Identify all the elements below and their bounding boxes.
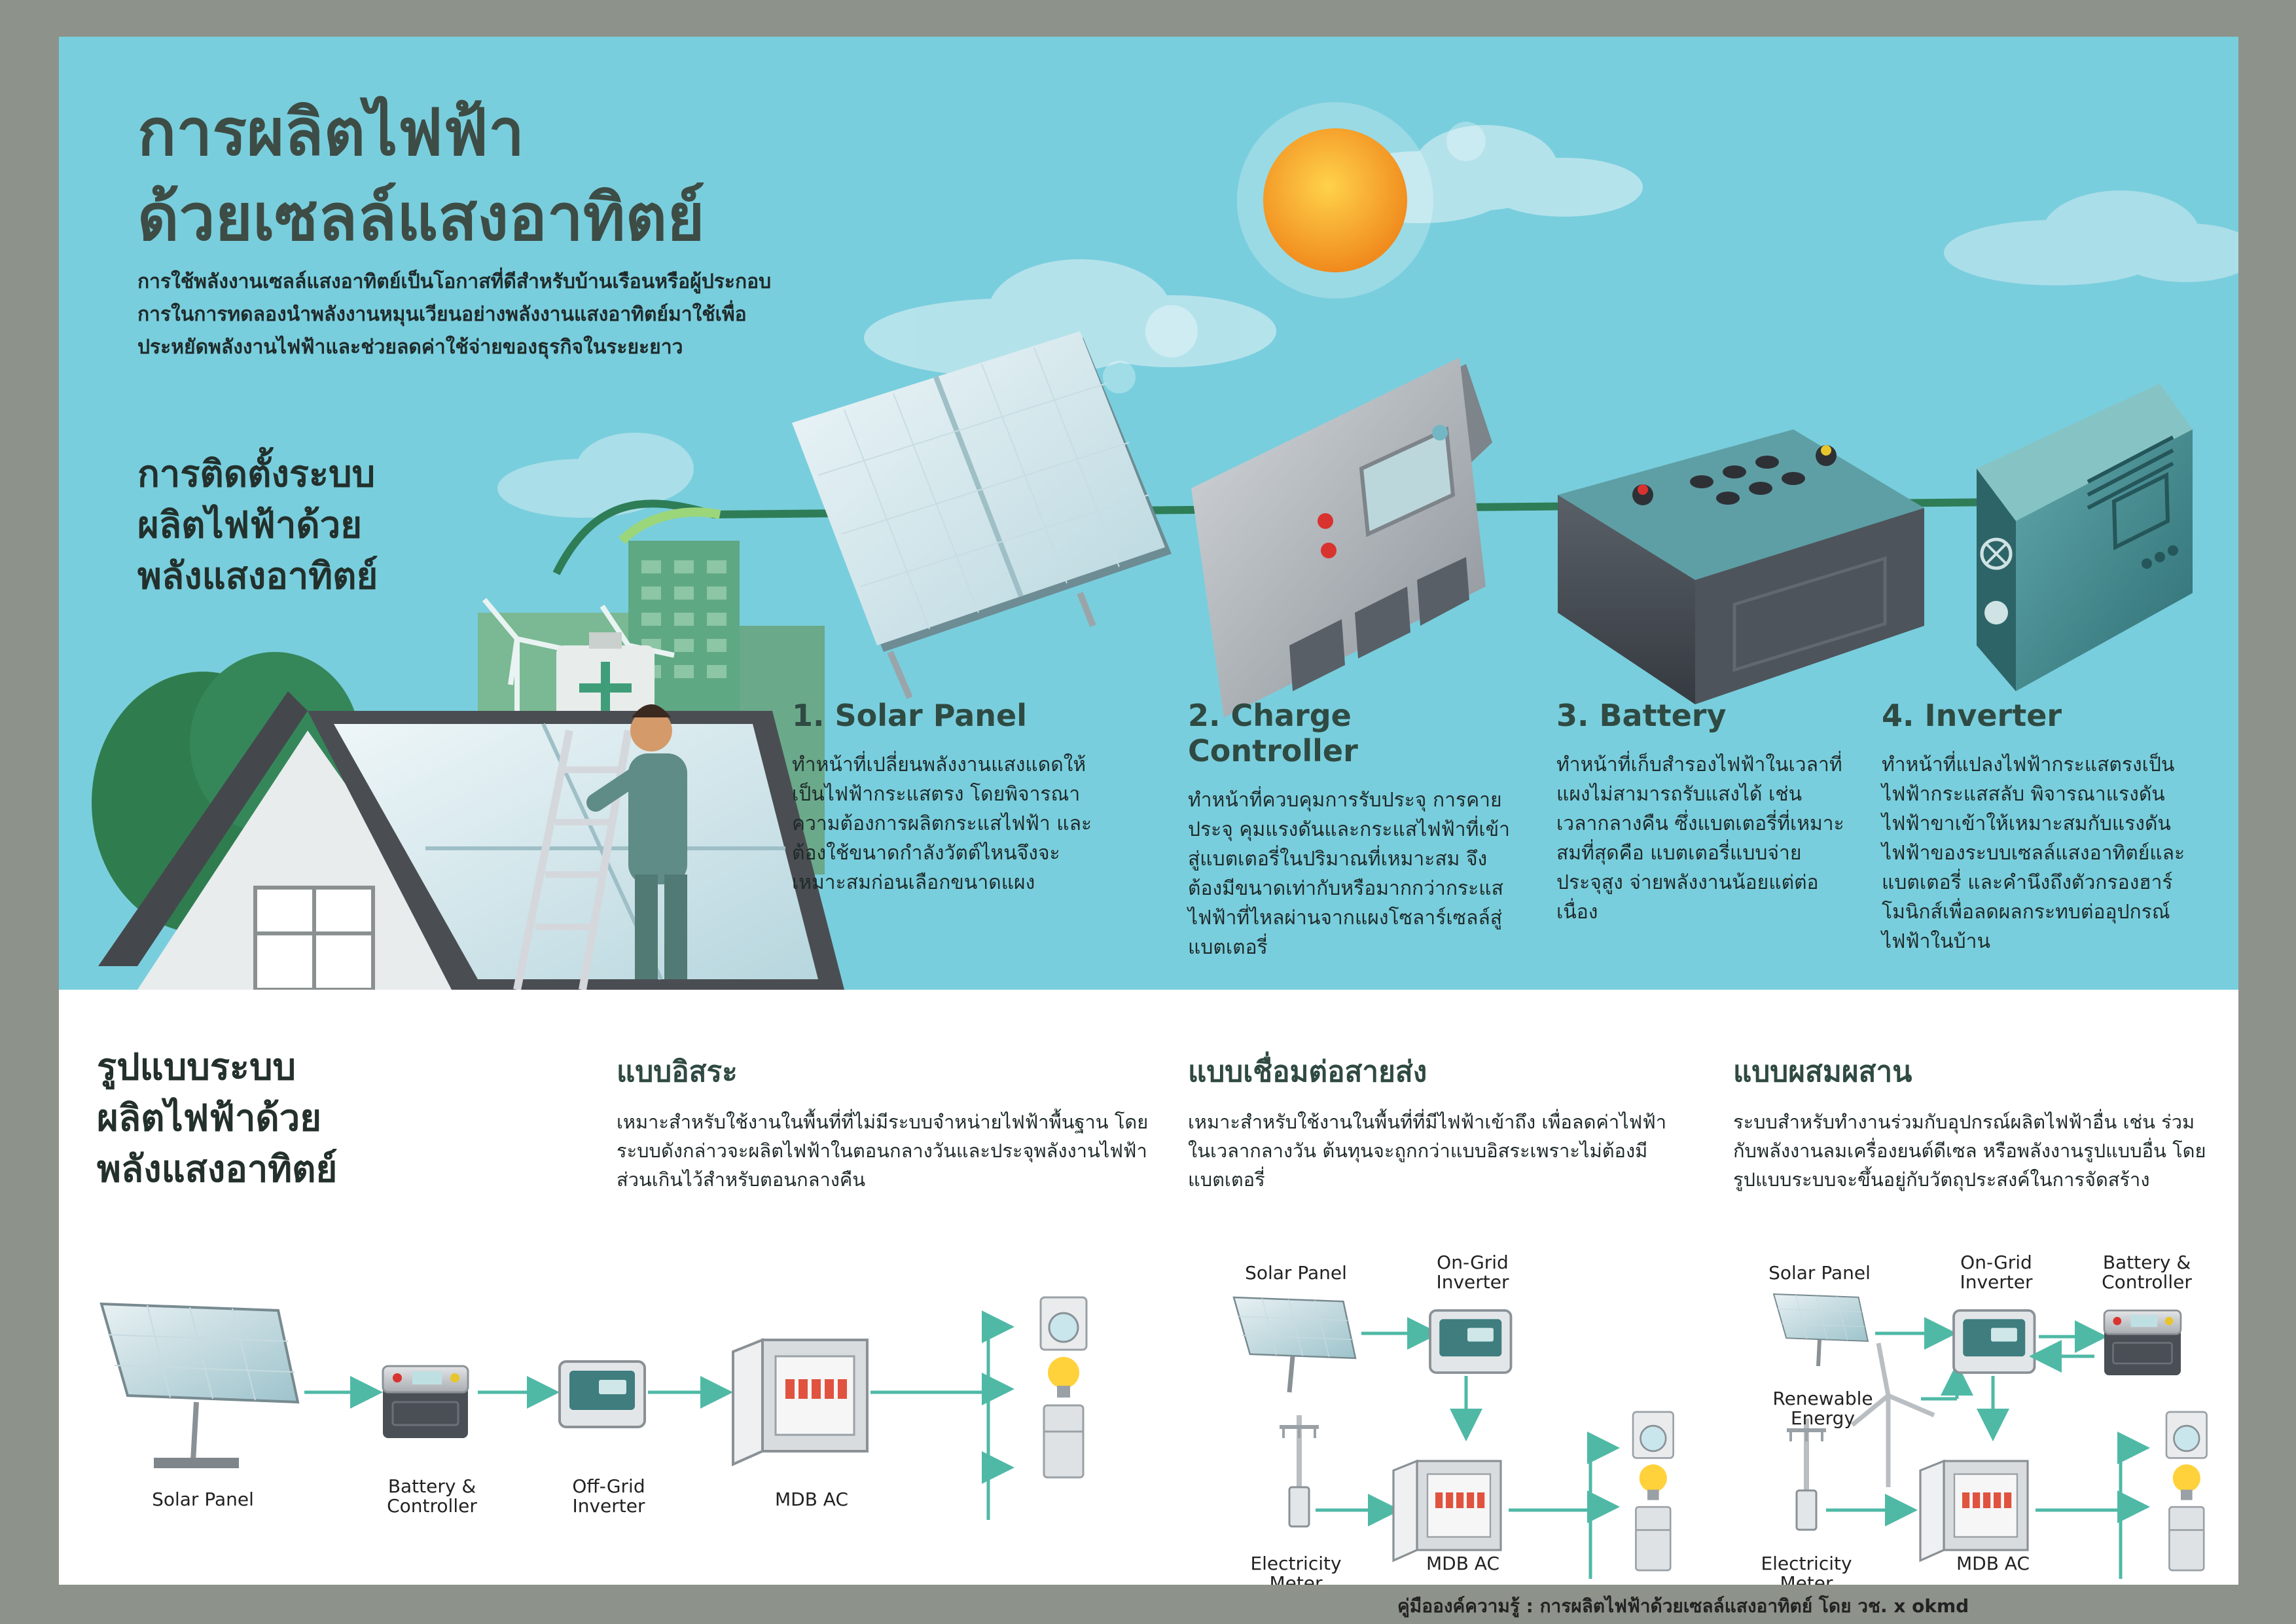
worker-on-ladder xyxy=(513,704,687,990)
component-description: ทำหน้าที่แปลงไฟฟ้ากระแสตรงเป็นไฟฟ้ากระแส… xyxy=(1882,753,2185,953)
installation-heading: การติดตั้งระบบ ผลิตไฟฟ้าด้วย พลังแสงอาทิ… xyxy=(137,453,378,598)
home-appliances-icon xyxy=(1039,1296,1088,1479)
off-grid-inverter-icon xyxy=(558,1360,646,1428)
title-line-1: การผลิตไฟฟ้า xyxy=(137,96,525,170)
label-renewable-energy: Renewable Energy xyxy=(1772,1388,1873,1429)
label-mdb-ac: MDB AC xyxy=(1956,1553,2030,1574)
installation-section: การผลิตไฟฟ้า ด้วยเซลล์แสงอาทิตย์ การใช้พ… xyxy=(59,37,2238,990)
label-electricity-meter: Electricity Meter xyxy=(1761,1553,1852,1585)
cloud xyxy=(864,259,1276,377)
component-title: 1. Solar Panel xyxy=(792,698,1027,733)
cloud xyxy=(497,433,694,518)
sun-icon xyxy=(1103,102,1486,393)
solar-panel-icon xyxy=(1232,1296,1357,1393)
cloud xyxy=(1944,190,2238,285)
system-types-section: รูปแบบระบบ ผลิตไฟฟ้าด้วย พลังแสงอาทิตย์ … xyxy=(59,990,2238,1585)
solar-panel-illustration xyxy=(792,331,1172,699)
type-title: แบบผสมผสาน xyxy=(1733,1055,1912,1089)
label-on-grid-inverter: On-Grid Inverter xyxy=(1960,1252,2033,1293)
on-grid-inverter-icon xyxy=(1429,1309,1513,1374)
battery-controller-icon xyxy=(382,1365,469,1439)
home-appliances-icon xyxy=(2165,1411,2208,1572)
charge-controller-illustration xyxy=(1191,357,1492,717)
type-title: แบบเชื่อมต่อสายส่ง xyxy=(1188,1055,1427,1089)
component-solar-panel: 1. Solar Panel ทำหน้าที่เปลี่ยนพลังงานแส… xyxy=(792,698,1093,897)
source-credit: คู่มือองค์ความรู้ : การผลิตไฟฟ้าด้วยเซลล… xyxy=(1397,1595,1969,1617)
mdb-ac-icon xyxy=(1919,1460,2029,1562)
component-charge-controller: 2. Charge Controller ทำหน้าที่ควบคุมการร… xyxy=(1188,698,1515,962)
component-description: ทำหน้าที่เก็บสำรองไฟฟ้าในเวลาที่แผงไม่สา… xyxy=(1556,753,1844,924)
component-battery: 3. Battery ทำหน้าที่เก็บสำรองไฟฟ้าในเวลา… xyxy=(1556,698,1844,927)
component-title: 2. Charge Controller xyxy=(1188,698,1358,768)
component-inverter: 4. Inverter ทำหน้าที่แปลงไฟฟ้ากระแสตรงเป… xyxy=(1882,698,2196,956)
label-battery-controller: Battery & Controller xyxy=(387,1475,477,1517)
label-solar-panel: Solar Panel xyxy=(1768,1262,1871,1284)
mdb-ac-icon xyxy=(1392,1460,1502,1562)
battery-controller-icon xyxy=(2103,1309,2182,1377)
system-diagrams xyxy=(100,1293,2208,1579)
diagram-off-grid xyxy=(100,1296,1088,1520)
label-mdb-ac: MDB AC xyxy=(1426,1553,1500,1574)
label-solar-panel: Solar Panel xyxy=(152,1489,254,1510)
diagram-hybrid xyxy=(1773,1293,2208,1579)
page-title: การผลิตไฟฟ้า ด้วยเซลล์แสงอาทิตย์ xyxy=(137,90,705,261)
battery-illustration xyxy=(1558,429,1924,704)
mdb-ac-icon xyxy=(732,1339,869,1466)
type-description: เหมาะสำหรับใช้งานในพื้นที่ที่มีไฟฟ้าเข้า… xyxy=(1188,1111,1667,1191)
component-description: ทำหน้าที่ควบคุมการรับประจุ การคายประจุ ค… xyxy=(1188,789,1510,959)
label-off-grid-inverter: Off-Grid Inverter xyxy=(572,1475,645,1517)
title-line-2: ด้วยเซลล์แสงอาทิตย์ xyxy=(137,181,705,255)
home-appliances-icon xyxy=(1632,1411,1674,1572)
house xyxy=(98,691,844,990)
electricity-meter-icon xyxy=(1787,1418,1826,1530)
type-title: แบบอิสระ xyxy=(617,1055,738,1089)
intro-paragraph: การใช้พลังงานเซลล์แสงอาทิตย์เป็นโอกาสที่… xyxy=(137,270,772,359)
label-battery-controller: Battery & Controller xyxy=(2102,1252,2192,1293)
inverter-illustration xyxy=(1977,384,2193,691)
label-solar-panel: Solar Panel xyxy=(1245,1262,1347,1284)
installation-illustration xyxy=(92,102,2238,990)
infographic-frame: การผลิตไฟฟ้า ด้วยเซลล์แสงอาทิตย์ การใช้พ… xyxy=(59,37,2238,1585)
type-on-grid: แบบเชื่อมต่อสายส่ง เหมาะสำหรับใช้งานในพื… xyxy=(1188,1049,1685,1194)
diagram-on-grid xyxy=(1232,1296,1674,1579)
label-mdb-ac: MDB AC xyxy=(774,1489,849,1510)
solar-panel-icon xyxy=(1773,1293,1869,1367)
wind-turbine-icon xyxy=(1850,1343,1935,1487)
system-types-heading: รูปแบบระบบ ผลิตไฟฟ้าด้วย พลังแสงอาทิตย์ xyxy=(97,1046,338,1191)
electricity-meter-icon xyxy=(1280,1415,1319,1526)
solar-panel-icon xyxy=(100,1303,299,1468)
type-off-grid: แบบอิสระ เหมาะสำหรับใช้งานในพื้นที่ที่ไม… xyxy=(617,1049,1160,1194)
type-hybrid: แบบผสมผสาน ระบบสำหรับทำงานร่วมกับอุปกรณ์… xyxy=(1733,1049,2211,1194)
label-electricity-meter: Electricity Meter xyxy=(1250,1553,1342,1585)
type-description: ระบบสำหรับทำงานร่วมกับอุปกรณ์ผลิตไฟฟ้าอื… xyxy=(1733,1111,2206,1191)
component-title: 3. Battery xyxy=(1556,698,1727,733)
component-title: 4. Inverter xyxy=(1882,698,2062,733)
type-description: เหมาะสำหรับใช้งานในพื้นที่ที่ไม่มีระบบจำ… xyxy=(617,1111,1149,1191)
component-description: ทำหน้าที่เปลี่ยนพลังงานแสงแดดให้เป็นไฟฟ้… xyxy=(792,753,1092,894)
label-on-grid-inverter: On-Grid Inverter xyxy=(1436,1252,1509,1293)
on-grid-inverter-icon xyxy=(1952,1309,2036,1374)
